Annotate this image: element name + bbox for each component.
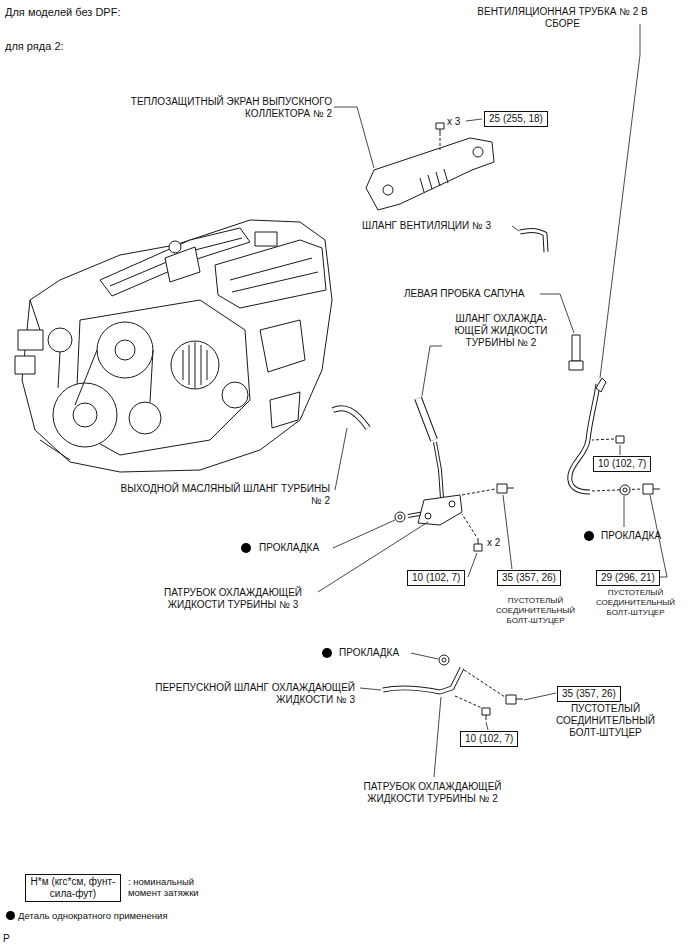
part-label: ШЛАНГ ОХЛАЖДА- ЮЩЕЙ ЖИДКОСТИ ТУРБИНЫ № 2 [445, 313, 557, 349]
part-label: ПУСТОТЕЛЫЙ СОЕДИНИТЕЛЬНЫЙ БОЛТ-ШТУЦЕР [488, 596, 583, 626]
part-label: : номинальный момент затяжки [128, 876, 220, 898]
torque-value: 10 (102, 7) [598, 458, 646, 470]
part-label: ПАТРУБОК ОХЛАЖДАЮЩЕЙ ЖИДКОСТИ ТУРБИНЫ № … [345, 781, 520, 805]
part-label: ПЕРЕПУСКНОЙ ШЛАНГ ОХЛАЖДАЮЩЕЙ ЖИДКОСТИ №… [110, 682, 355, 706]
torque-box: 10 (102, 7) [460, 731, 518, 747]
torque-value: 10 (102, 7) [412, 572, 460, 584]
part-label: P [3, 933, 10, 945]
torque-box: 10 (102, 7) [407, 570, 465, 586]
leader-lines [318, 24, 667, 777]
part-label: ВЕНТИЛЯЦИОННАЯ ТРУБКА № 2 В СБОРЕ [465, 6, 660, 30]
legend-torque-box: Н*м (кгс*см, фунт-сила-фут) [25, 874, 121, 902]
part-label: x 2 [487, 537, 500, 549]
torque-value: Н*м (кгс*см, фунт-сила-фут) [30, 876, 116, 900]
part-label: для ряда 2: [5, 40, 64, 53]
torque-value: 35 (357, 26) [502, 572, 556, 584]
part-label: ШЛАНГ ВЕНТИЛЯЦИИ № 3 [362, 220, 491, 232]
legend-row: Деталь однократного применения [6, 910, 168, 922]
torque-box: 25 (255, 18) [484, 111, 548, 127]
component-drawings [366, 123, 660, 720]
torque-box: 10 (102, 7) [593, 456, 651, 472]
engine-drawing [15, 220, 368, 472]
part-label: ПУСТОТЕЛЫЙ СОЕДИНИТЕЛЬНЫЙ БОЛТ-ШТУЦЕР [548, 703, 663, 739]
part-label: ЛЕВАЯ ПРОБКА САПУНА [404, 288, 524, 300]
legend-text: Деталь однократного применения [18, 910, 168, 921]
part-label: ПУСТОТЕЛЫЙ СОЕДИНИТЕЛЬНЫЙ БОЛТ-ШТУЦЕР [588, 588, 683, 618]
part-label: ПРОКЛАДКА [259, 542, 319, 554]
torque-box: 29 (296, 21) [596, 570, 660, 586]
torque-box: 35 (357, 26) [557, 686, 621, 702]
part-label: ТЕПЛОЗАЩИТНЫЙ ЭКРАН ВЫПУСКНОГО КОЛЛЕКТОР… [100, 96, 332, 120]
diagram-title: Для моделей без DPF: [5, 6, 120, 19]
part-label: ПРОКЛАДКА [601, 530, 661, 542]
part-label: ПРОКЛАДКА [339, 647, 399, 659]
part-label: ПАТРУБОК ОХЛАЖДАЮЩЕЙ ЖИДКОСТИ ТУРБИНЫ № … [150, 587, 316, 611]
torque-box: 35 (357, 26) [497, 570, 561, 586]
torque-value: 35 (357, 26) [562, 688, 616, 700]
torque-value: 10 (102, 7) [465, 733, 513, 745]
part-label: ВЫХОДНОЙ МАСЛЯНЫЙ ШЛАНГ ТУРБИНЫ № 2 [120, 483, 330, 507]
part-label: x 3 [447, 116, 460, 128]
legend-swatch [6, 911, 15, 920]
torque-value: 25 (255, 18) [489, 113, 543, 125]
torque-value: 29 (296, 21) [601, 572, 655, 584]
